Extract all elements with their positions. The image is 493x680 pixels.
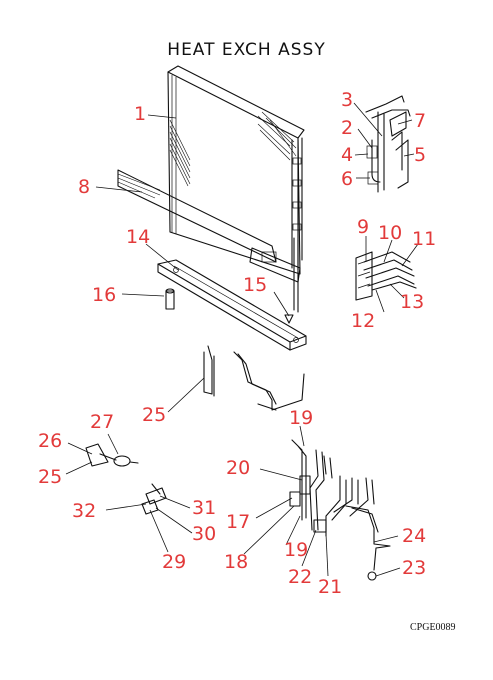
- callout-31: 31: [192, 497, 216, 519]
- callout-9: 9: [357, 216, 369, 238]
- callout-25: 25: [142, 404, 166, 426]
- callout-16: 16: [92, 284, 116, 306]
- callout-20: 20: [226, 457, 250, 479]
- callout-23: 23: [402, 557, 426, 579]
- callout-3: 3: [341, 89, 353, 111]
- callout-8: 8: [78, 176, 90, 198]
- callout-14: 14: [126, 226, 150, 248]
- drain-pan: [157, 259, 307, 351]
- callout-19-upper: 19: [289, 407, 313, 429]
- callout-2: 2: [341, 117, 353, 139]
- drawing-code: CPGE0089: [410, 622, 456, 633]
- callout-21: 21: [318, 576, 342, 598]
- coil-fin-hatch-left: [169, 119, 191, 187]
- callout-29: 29: [162, 551, 186, 573]
- diagram-title: HEAT EXCH ASSY: [167, 40, 326, 60]
- drain-plug: [165, 288, 175, 310]
- heat-exchanger-coil: [167, 65, 305, 313]
- coil-fin-hatch-right: [257, 111, 297, 161]
- tubing-assembly-lower: [289, 439, 391, 581]
- callout-13: 13: [400, 291, 424, 313]
- sensor-probe: [85, 443, 139, 467]
- callout-19-lower: 19: [284, 539, 308, 561]
- callout-24: 24: [402, 525, 426, 547]
- coil-bottom-strip: [117, 169, 301, 283]
- bent-tube-assembly: [203, 345, 305, 411]
- callout-labels: 1 3 2 4 6 7 5 8 9 10 11 14 15 16 13 12 2…: [38, 89, 436, 598]
- callout-26: 25: [38, 466, 62, 488]
- callout-32: 32: [72, 500, 96, 522]
- callout-12: 12: [351, 310, 375, 332]
- tubing-cluster-middle: [355, 251, 417, 301]
- callout-10: 10: [378, 222, 402, 244]
- callout-30: 30: [192, 523, 216, 545]
- callout-17: 17: [226, 511, 250, 533]
- callout-5: 5: [414, 144, 426, 166]
- tubing-cluster-upper: [365, 95, 411, 193]
- callout-22: 22: [288, 566, 312, 588]
- callout-15: 15: [243, 274, 267, 296]
- callout-11: 11: [412, 228, 436, 250]
- drain-cone: [284, 314, 294, 324]
- callout-4: 4: [341, 144, 353, 166]
- bracket-clip: [141, 483, 167, 515]
- callout-7: 7: [414, 110, 426, 132]
- callout-18: 18: [224, 551, 248, 573]
- leader-lines: [65, 102, 419, 577]
- callout-6: 6: [341, 168, 353, 190]
- callout-27: 26: [38, 430, 62, 452]
- callout-1: 1: [134, 103, 146, 125]
- callout-28: 27: [90, 411, 114, 433]
